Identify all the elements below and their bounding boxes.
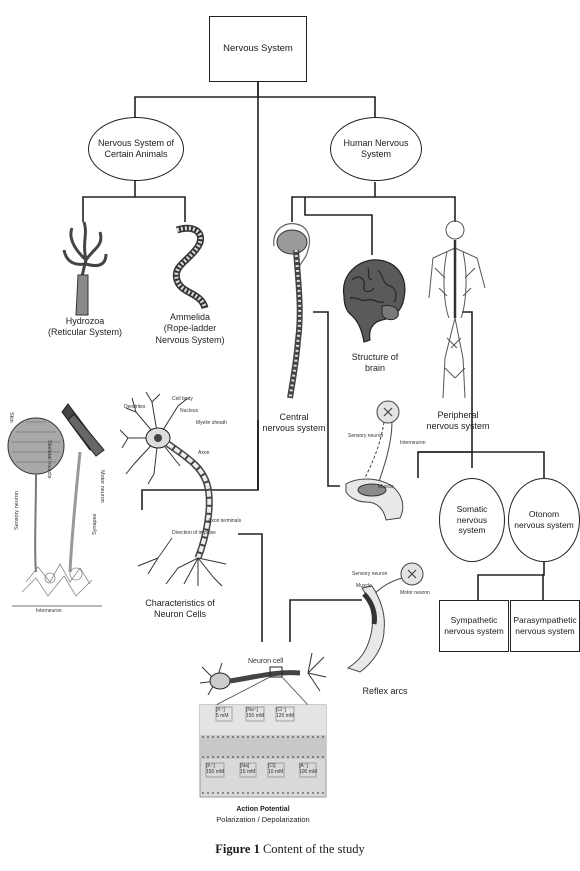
- human-oval: Human Nervous System: [330, 117, 422, 181]
- neuron-illustration: [119, 391, 227, 587]
- human-label: Human Nervous System: [343, 137, 409, 159]
- somatic-label: Somatic nervous system: [456, 504, 488, 536]
- figure-label: Figure 1: [215, 842, 260, 856]
- somatic-circle: Somatic nervous system: [439, 478, 505, 562]
- neuron-nucleus-label: Nucleus: [180, 408, 199, 414]
- top-ion-2: [Na⁺] 150 mM: [246, 707, 265, 719]
- top-ion-1: [K⁺] 5 mM: [216, 707, 229, 719]
- parasympathetic-label: Parasympathetic nervous system: [513, 615, 577, 636]
- bottom-ion-2: [Na] 15 mM: [240, 763, 256, 775]
- figure-caption-text: Content of the study: [259, 842, 365, 856]
- motor-sensory-illustration: [7, 403, 105, 607]
- neuron-myelin-label: Myelin sheath: [196, 420, 227, 426]
- animals-label: Nervous System of Certain Animals: [97, 137, 175, 159]
- reflex-motor-label: Motor neuron: [400, 590, 430, 596]
- peripheral-caption: Peripheral nervous system: [426, 410, 490, 432]
- panel-interneuron-label: Interneuron: [36, 608, 62, 614]
- panel-sensory-label: Sensory neuron: [14, 491, 20, 530]
- reflex-muscle2-label: Muscle: [356, 583, 372, 589]
- hydrozoa-caption: Hydrozoa (Reticular System): [47, 316, 122, 338]
- neuron-axon-label: Axon: [198, 450, 210, 456]
- bottom-ion-4: [A⁻] 100 mM: [299, 763, 318, 775]
- panel-synapse-label: Synapse: [92, 513, 98, 535]
- panel-skeletal-label: Skeletal muscle: [46, 440, 52, 479]
- central-caption: Central nervous system: [262, 412, 326, 434]
- neuron-direction-label: Direction of impulse: [172, 530, 216, 536]
- peripheral-illustration: [428, 220, 486, 399]
- reflex-sensory2-label: Sensory neuron: [352, 571, 388, 577]
- nervous-system-label: Nervous System: [223, 43, 293, 55]
- hydrozoa-illustration: [62, 221, 108, 316]
- neuron-cellbody-label: Cell body: [172, 396, 193, 402]
- sympathetic-label: Sympathetic nervous system: [444, 615, 504, 636]
- neuron-terminals-label: Axon terminals: [208, 518, 242, 524]
- panel-motor-label: Motor neuron: [99, 470, 105, 503]
- otonom-circle: Otonom nervous system: [508, 478, 580, 562]
- reflex-caption: Reflex arcs: [362, 686, 408, 696]
- action-potential-subtitle: Polarization / Depolarization: [216, 815, 310, 824]
- reflex-sensory-label: Sensory neuron: [348, 433, 384, 439]
- panel-skin-label: Skin: [8, 412, 14, 423]
- neuron-cell-label: Neuron cell: [248, 658, 284, 665]
- parasympathetic-box: Parasympathetic nervous system: [510, 600, 580, 652]
- brain-illustration: [342, 259, 406, 343]
- annelida-caption: Ammelida (Rope-ladder Nervous System): [155, 312, 225, 345]
- nervous-system-box: Nervous System: [209, 16, 307, 82]
- reflex-leg-illustration: [346, 562, 424, 673]
- top-ion-3: [Cl⁻] 120 mM: [276, 707, 295, 719]
- neuron-caption: Characteristics of Neuron Cells: [145, 598, 215, 620]
- brain-caption: Structure of brain: [351, 352, 399, 374]
- neuron-dendrites-label: Dendrites: [124, 404, 146, 410]
- bottom-ion-3: [Cl] 10 mM: [268, 763, 284, 775]
- bottom-ion-1: [K⁺] 150 mM: [206, 763, 225, 775]
- otonom-label: Otonom nervous system: [514, 509, 574, 530]
- sympathetic-box: Sympathetic nervous system: [439, 600, 509, 652]
- action-potential-title: Action Potential: [236, 806, 290, 813]
- figure-caption: Figure 1 Content of the study: [0, 842, 580, 857]
- animals-oval: Nervous System of Certain Animals: [88, 117, 184, 181]
- reflex-arm-illustration: [345, 400, 404, 521]
- central-nervous-illustration: [273, 223, 311, 399]
- action-potential-illustration: [199, 652, 327, 798]
- reflex-muscle-label: Muscle: [378, 484, 394, 490]
- reflex-interneuron-label: Interneuron: [400, 440, 426, 446]
- annelida-illustration: [172, 224, 209, 310]
